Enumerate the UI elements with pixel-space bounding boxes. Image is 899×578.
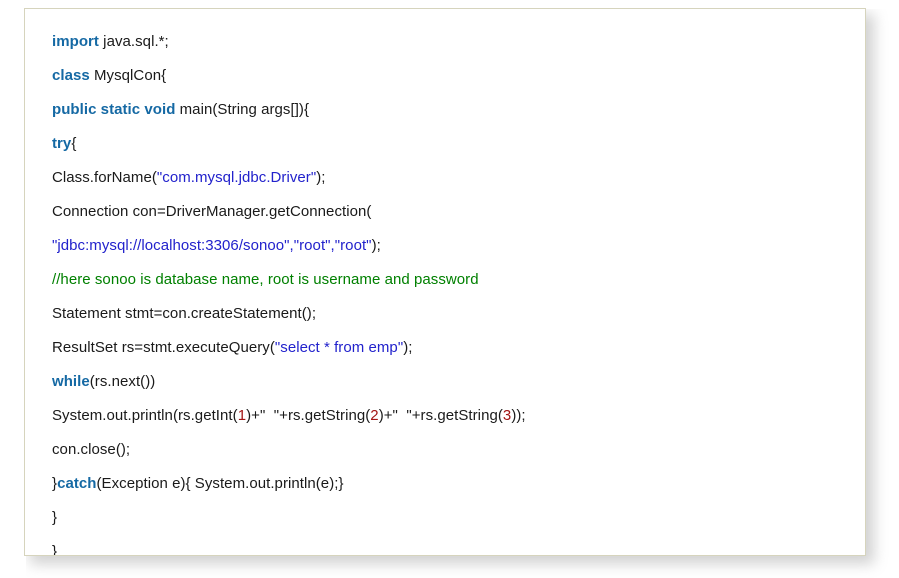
code-token-plain: ); (403, 339, 413, 356)
code-line: con.close(); (25, 433, 865, 467)
code-token-number: 2 (370, 407, 379, 424)
code-token-plain: (Exception e){ System.out.println(e);} (96, 475, 344, 492)
code-line: System.out.println(rs.getInt(1)+" "+rs.g… (25, 399, 865, 433)
code-line: ResultSet rs=stmt.executeQuery("select *… (25, 331, 865, 365)
code-token-plain: } (52, 475, 58, 492)
code-token-plain: )+" "+rs.getString( (246, 407, 371, 424)
code-line: Class.forName("com.mysql.jdbc.Driver"); (25, 161, 865, 195)
code-token-string: "jdbc:mysql://localhost:3306/sonoo","roo… (52, 237, 372, 254)
code-lines-container: import java.sql.*;class MysqlCon{public … (25, 9, 865, 556)
code-token-plain: con.close(); (52, 441, 131, 458)
code-line: } (25, 535, 865, 556)
code-token-keyword: try (52, 135, 72, 152)
code-token-plain: { (71, 135, 77, 152)
code-token-keyword: import (52, 33, 99, 50)
code-token-keyword: catch (57, 475, 97, 492)
code-token-plain: Class.forName( (52, 169, 157, 186)
code-line: } (25, 501, 865, 535)
code-token-comment: //here sonoo is database name, root is u… (52, 271, 479, 288)
code-token-plain: Connection con=DriverManager.getConnecti… (52, 203, 372, 220)
code-token-plain: )+" "+rs.getString( (378, 407, 503, 424)
code-token-plain: )); (511, 407, 526, 424)
code-line: try{ (25, 127, 865, 161)
code-token-plain: main(String args[]){ (175, 101, 310, 118)
code-token-plain: (rs.next()) (89, 373, 156, 390)
code-line: "jdbc:mysql://localhost:3306/sonoo","roo… (25, 229, 865, 263)
code-token-number: 3 (502, 407, 512, 424)
code-token-plain: ResultSet rs=stmt.executeQuery( (52, 339, 275, 356)
code-token-keyword: public static void (52, 101, 176, 118)
code-token-plain: System.out.println(rs.getInt( (52, 407, 238, 424)
code-token-plain: ); (316, 169, 326, 186)
code-line: Statement stmt=con.createStatement(); (25, 297, 865, 331)
code-line: Connection con=DriverManager.getConnecti… (25, 195, 865, 229)
code-token-string: "com.mysql.jdbc.Driver" (156, 169, 317, 186)
code-token-plain: ); (371, 237, 381, 254)
code-line: class MysqlCon{ (25, 59, 865, 93)
code-line: while(rs.next()) (25, 365, 865, 399)
code-token-number: 1 (237, 407, 247, 424)
shadow-mask-top (0, 0, 899, 9)
code-token-string: "select * from emp" (274, 339, 404, 356)
code-token-keyword: class (52, 67, 90, 84)
code-token-plain: } (52, 543, 58, 556)
code-line: import java.sql.*; (25, 25, 865, 59)
code-token-plain: } (52, 509, 58, 526)
code-token-keyword: while (52, 373, 90, 390)
code-token-plain: MysqlCon{ (89, 67, 167, 84)
code-line: //here sonoo is database name, root is u… (25, 263, 865, 297)
code-snippet-box: import java.sql.*;class MysqlCon{public … (24, 8, 866, 556)
code-token-plain: Statement stmt=con.createStatement(); (52, 305, 317, 322)
code-line: public static void main(String args[]){ (25, 93, 865, 127)
shadow-mask-left (0, 0, 26, 578)
code-line: }catch(Exception e){ System.out.println(… (25, 467, 865, 501)
code-token-plain: java.sql.*; (98, 33, 169, 50)
